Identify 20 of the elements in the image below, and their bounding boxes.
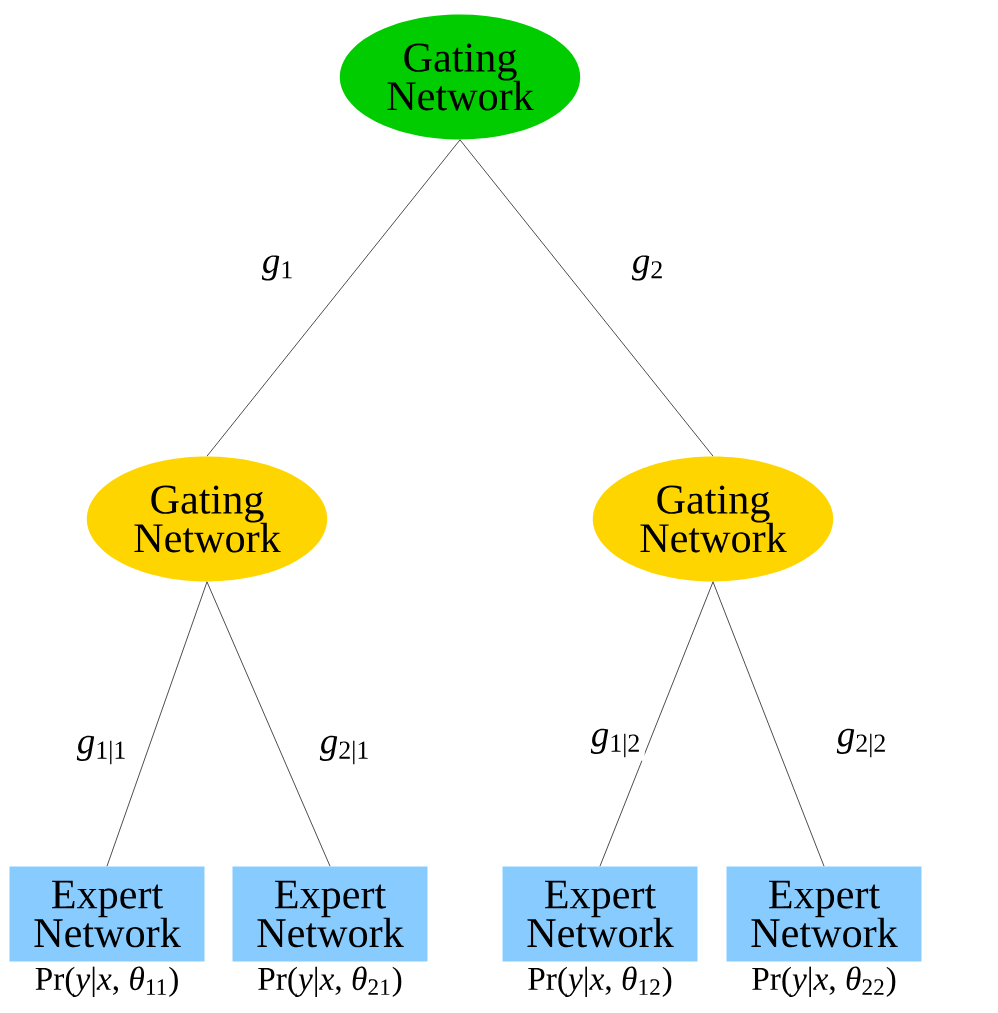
connector-line	[459, 139, 714, 457]
connector-line	[106, 581, 208, 867]
expert-box: Expert Network	[502, 866, 698, 962]
edge-label: g$_{2|1}$	[316, 732, 374, 768]
edge-label: g$_{1|1}$	[73, 732, 131, 768]
connector-line	[206, 581, 331, 867]
expert-box: Expert Network	[9, 866, 205, 962]
expert-box: Expert Network	[726, 866, 922, 962]
edge-label: g$_{2|2}$	[833, 725, 891, 761]
output-formula: Pr(y|x, θ$_{22}$)	[752, 966, 896, 997]
connector-line	[206, 139, 461, 457]
connector-line	[712, 581, 825, 867]
output-formula: Pr(y|x, θ$_{12}$)	[528, 966, 672, 997]
edge-label: g$_{1}$	[258, 251, 298, 285]
edge-label: g$_{1|2}$	[587, 725, 645, 761]
connector-line	[599, 581, 714, 867]
output-formula: Pr(y|x, θ$_{11}$)	[35, 966, 178, 997]
expert-box: Expert Network	[232, 866, 428, 962]
edge-label: g$_{2}$	[628, 251, 668, 285]
output-formula: Pr(y|x, θ$_{21}$)	[258, 966, 402, 997]
